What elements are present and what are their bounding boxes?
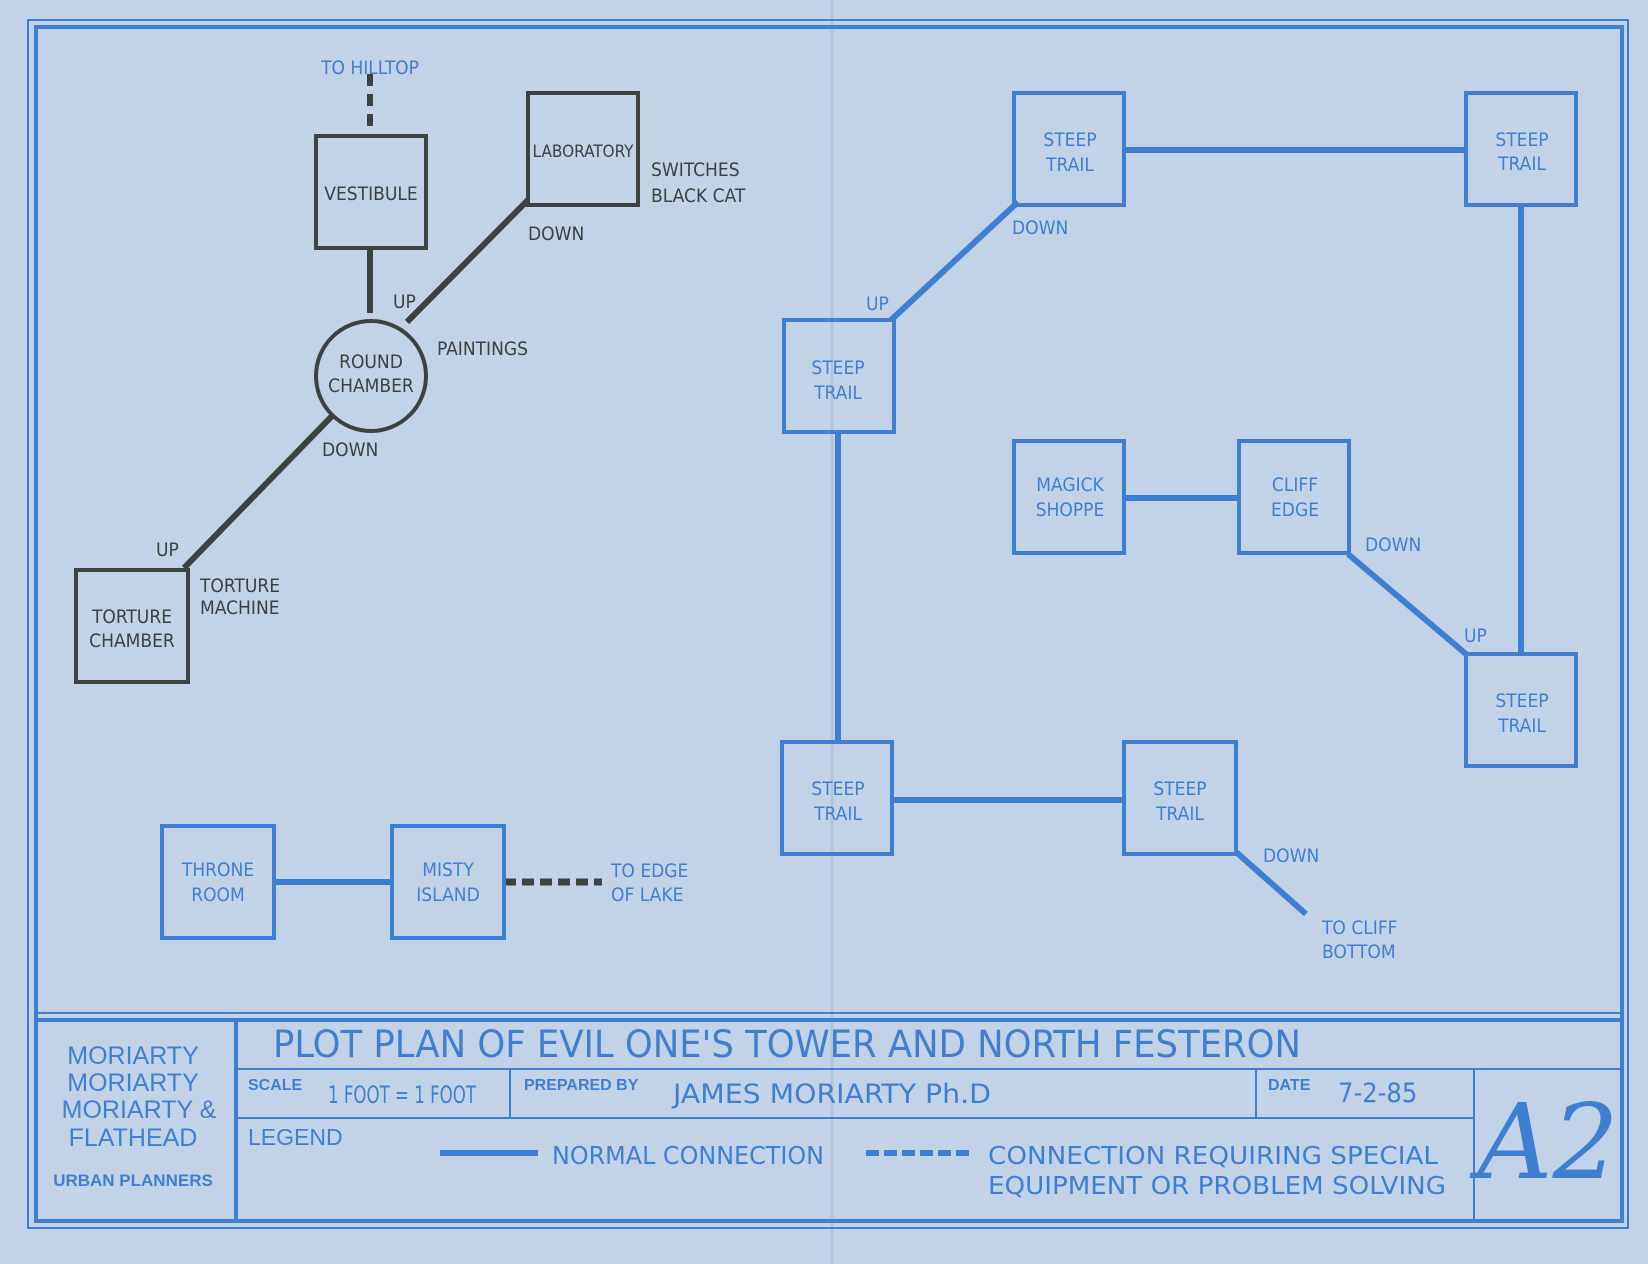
misty-island-label-2: ISLAND [416, 884, 480, 906]
steep-trail-label-1: STEEP [1495, 129, 1548, 151]
to-cliff-bottom-label-2: BOTTOM [1322, 941, 1396, 963]
date-value: 7-2-85 [1338, 1078, 1417, 1109]
trail-down-label: DOWN [1012, 217, 1068, 239]
lab-round-connection [404, 197, 531, 325]
laboratory-room [526, 91, 640, 207]
steep-trail-room [780, 740, 894, 856]
steep-trail-label-1: STEEP [1495, 690, 1548, 712]
legend-special-label-1: CONNECTION REQUIRING SPECIAL [988, 1141, 1439, 1170]
prepared-by-value: JAMES MORIARTY Ph.D [671, 1079, 991, 1110]
firm-name-line-1: MORIARTY [67, 1042, 199, 1070]
steep-trail-label-1: STEEP [811, 357, 864, 379]
cliff-edge-label-2: EDGE [1271, 499, 1319, 521]
round-up-label: UP [393, 291, 416, 313]
steep-trail-room [1464, 652, 1578, 768]
magick-shoppe-label-2: SHOPPE [1036, 499, 1105, 521]
steep-trail-room [782, 318, 896, 434]
prepared-by-label: PREPARED BY [524, 1077, 639, 1094]
round-chamber-label-1: ROUND [339, 351, 403, 373]
firm-subtitle: URBAN PLANNERS [53, 1171, 213, 1190]
steep-trail-label-1: STEEP [811, 778, 864, 800]
legend-special-label-2: EQUIPMENT OR PROBLEM SOLVING [988, 1171, 1446, 1200]
firm-name-line-2: MORIARTY [67, 1069, 199, 1097]
steep-trail-label-2: TRAIL [813, 803, 862, 825]
firm-name-line-3: MORIARTY & [62, 1096, 217, 1124]
tower-map: TO HILLTOP VESTIBULE LABORATORY SWITCHES… [74, 57, 746, 684]
torture-chamber-label-1: TORTURE [91, 606, 172, 628]
steep-trail-room [1122, 740, 1238, 856]
steep-trail-label-1: STEEP [1043, 129, 1096, 151]
lab-note-switches: SWITCHES [651, 159, 740, 181]
laboratory-label: LABORATORY [533, 142, 635, 162]
torture-chamber-label-2: CHAMBER [89, 630, 175, 652]
firm-name-line-4: FLATHEAD [69, 1124, 198, 1152]
date-label: DATE [1268, 1077, 1311, 1094]
magick-shoppe-label-1: MAGICK [1036, 474, 1104, 496]
title-block: MORIARTY MORIARTY MORIARTY & FLATHEAD UR… [36, 1012, 1622, 1221]
legend-label: LEGEND [248, 1124, 343, 1150]
steep-trail-room [1012, 91, 1126, 207]
throne-room-label-2: ROOM [191, 884, 245, 906]
torture-machine-label-1: TORTURE [199, 575, 280, 597]
cliff-bottom-down-label: DOWN [1263, 845, 1319, 867]
to-edge-label-1: TO EDGE [610, 860, 688, 882]
torture-up-label: UP [156, 539, 179, 561]
legend-normal-label: NORMAL CONNECTION [552, 1141, 824, 1170]
lab-note-black-cat: BLACK CAT [651, 185, 746, 207]
round-chamber-room [314, 319, 428, 433]
sheet-border [27, 19, 1629, 1229]
steep-trail-label-1: STEEP [1153, 778, 1206, 800]
round-chamber-label-2: CHAMBER [328, 375, 414, 397]
trail-down-connection [888, 199, 1021, 323]
round-down-label: DOWN [322, 439, 378, 461]
magick-shoppe-room [1012, 439, 1126, 555]
steep-trail-label-2: TRAIL [1497, 715, 1546, 737]
to-hilltop-label: TO HILLTOP [320, 57, 419, 79]
trail-up-label: UP [1464, 625, 1487, 647]
scale-label: SCALE [248, 1077, 303, 1094]
misty-island-room [390, 824, 506, 940]
torture-machine-label-2: MACHINE [200, 597, 280, 619]
to-edge-label-2: OF LAKE [611, 884, 683, 906]
lab-down-label: DOWN [528, 223, 584, 245]
trail-up-label: UP [866, 293, 889, 315]
cliff-bottom-connection [1234, 849, 1308, 917]
lake-map: THRONE ROOM MISTY ISLAND TO EDGE OF LAKE [160, 824, 688, 940]
to-cliff-bottom-label-1: TO CLIFF [1321, 917, 1397, 939]
cliff-edge-room [1237, 439, 1351, 555]
throne-room-label-1: THRONE [181, 859, 254, 881]
cliff-edge-label-1: CLIFF [1272, 474, 1318, 496]
steep-trail-label-2: TRAIL [1497, 153, 1546, 175]
cliff-down-connection [1346, 551, 1468, 657]
paintings-label: PAINTINGS [437, 338, 528, 360]
steep-trail-room [1464, 91, 1578, 207]
round-torture-connection [181, 412, 336, 571]
steep-trail-label-2: TRAIL [1155, 803, 1204, 825]
steep-trail-label-2: TRAIL [813, 382, 862, 404]
torture-chamber-room [74, 568, 190, 684]
misty-island-label-1: MISTY [422, 859, 474, 881]
throne-room [160, 824, 276, 940]
plot-plan-title: PLOT PLAN OF EVIL ONE'S TOWER AND NORTH … [273, 1023, 1301, 1066]
vestibule-room [314, 134, 428, 250]
vestibule-label: VESTIBULE [324, 183, 417, 205]
festeron-map: STEEP TRAIL STEEP TRAIL STEEP TRAIL DOWN… [780, 91, 1578, 963]
sheet-number: A2 [1469, 1081, 1618, 1203]
scale-value: 1 FOOT = 1 FOOT [328, 1081, 477, 1109]
steep-trail-label-2: TRAIL [1045, 154, 1094, 176]
cliff-down-label: DOWN [1365, 534, 1421, 556]
